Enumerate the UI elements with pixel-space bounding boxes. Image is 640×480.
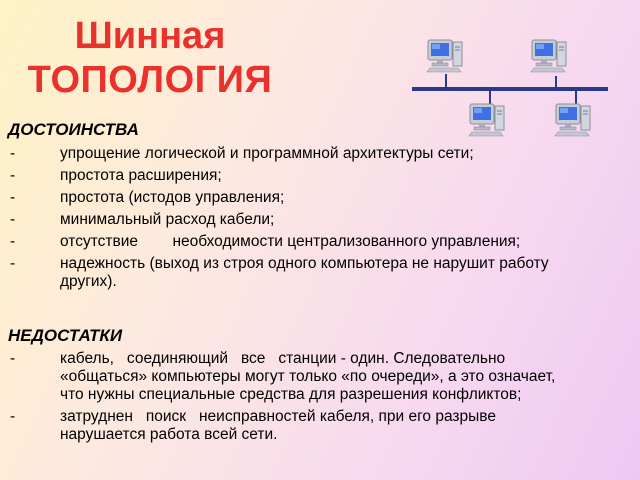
computer-icon: [468, 103, 505, 137]
title-line-1: Шинная: [74, 15, 226, 57]
list-item: надежность (выход из строя одного компью…: [8, 255, 578, 291]
list-item: отсутствие необходимости централизованно…: [8, 233, 578, 251]
bus-topology-diagram: [412, 39, 608, 137]
disadvantages-list: кабель, соединяющий все станции - один. …: [8, 350, 578, 448]
advantages-list: упрощение логической и программной архит…: [8, 145, 578, 295]
list-item: упрощение логической и программной архит…: [8, 145, 578, 163]
list-item: простота (истодов управления;: [8, 189, 578, 207]
computer-icon: [554, 103, 591, 137]
advantages-heading: ДОСТОИНСТВА: [8, 120, 139, 139]
page-title: Шинная ТОПОЛОГИЯ: [0, 14, 300, 102]
list-item: кабель, соединяющий все станции - один. …: [8, 350, 578, 404]
computer-icon: [426, 39, 463, 73]
list-item: минимальный расход кабели;: [8, 211, 578, 229]
computer-icon: [530, 39, 567, 73]
list-item: затруднен поиск неисправностей кабеля, п…: [8, 408, 578, 444]
title-line-2: ТОПОЛОГИЯ: [27, 59, 273, 101]
list-item: простота расширения;: [8, 167, 578, 185]
disadvantages-heading: НЕДОСТАТКИ: [8, 326, 123, 345]
